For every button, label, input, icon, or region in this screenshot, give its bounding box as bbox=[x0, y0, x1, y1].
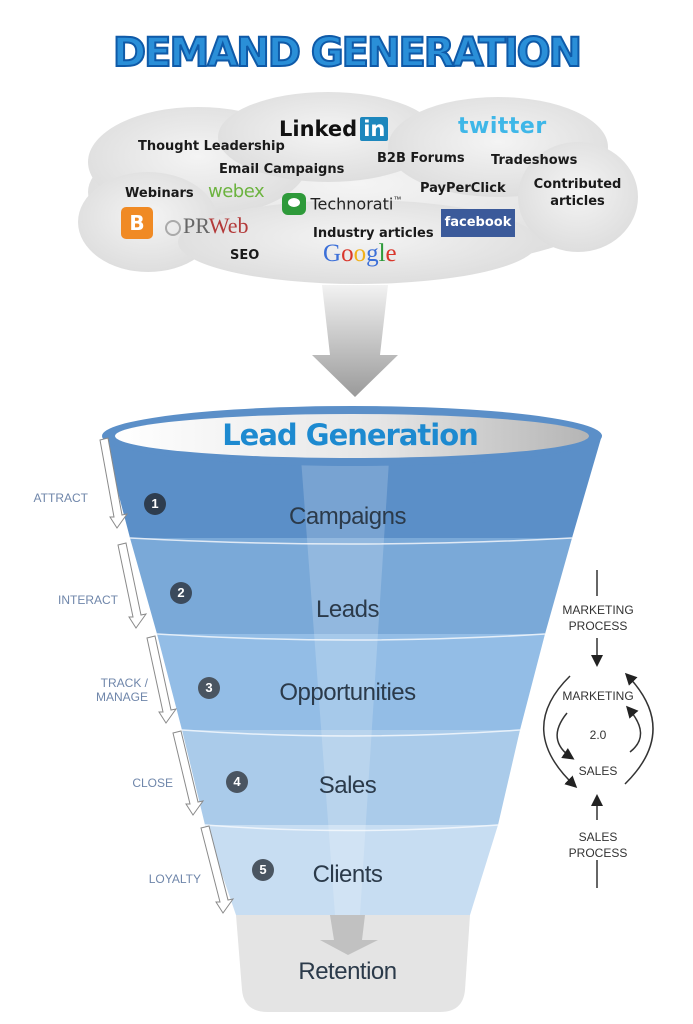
marketing-process-label: MARKETING PROCESS bbox=[562, 603, 634, 633]
prweb-logo: PRWeb bbox=[165, 213, 248, 239]
cloud-item-webinars: Webinars bbox=[125, 186, 194, 201]
webex-logo: webex bbox=[208, 181, 265, 202]
stage-number-3: 3 bbox=[198, 677, 220, 699]
side-label-loyalty: LOYALTY bbox=[148, 872, 201, 886]
stage-number-4: 4 bbox=[226, 771, 248, 793]
stage-number-1: 1 bbox=[144, 493, 166, 515]
side-label-attract: ATTRACT bbox=[33, 491, 88, 505]
sales-label: SALES bbox=[578, 764, 618, 778]
cloud-item-contributed-articles: Contributed articles bbox=[533, 177, 622, 209]
google-letter: g bbox=[366, 240, 379, 267]
technorati-icon bbox=[282, 193, 306, 215]
stage-label-clients: Clients bbox=[312, 861, 383, 888]
google-letter: e bbox=[385, 240, 397, 267]
facebook-logo: facebook bbox=[441, 209, 515, 237]
twitter-logo: twitter bbox=[458, 114, 547, 139]
marketing-sales-cycle-diagram bbox=[543, 570, 654, 888]
google-letter: G bbox=[323, 240, 342, 267]
prweb-web: Web bbox=[208, 213, 249, 238]
stage-label-campaigns: Campaigns bbox=[289, 503, 406, 530]
sales-process-label: SALES PROCESS bbox=[568, 830, 628, 860]
funnel-title: Lead Generation bbox=[222, 418, 479, 452]
linkedin-in-icon: in bbox=[360, 117, 389, 141]
funnel-shape bbox=[99, 406, 602, 1012]
blogger-icon: B bbox=[121, 207, 153, 239]
cloud-item-thought-leadership: Thought Leadership bbox=[138, 139, 285, 154]
side-label-interact: INTERACT bbox=[58, 593, 118, 607]
stage-number-2: 2 bbox=[170, 582, 192, 604]
stage-label-leads: Leads bbox=[316, 596, 379, 623]
down-arrow-icon bbox=[312, 285, 398, 397]
google-letter: o bbox=[341, 240, 354, 267]
prweb-icon bbox=[165, 219, 181, 236]
page-title: DEMAND GENERATION bbox=[112, 29, 583, 77]
cloud-shape bbox=[78, 92, 638, 284]
marketing-label: MARKETING bbox=[562, 689, 634, 703]
cloud-item-seo: SEO bbox=[230, 248, 260, 263]
stage-number-5: 5 bbox=[252, 859, 274, 881]
google-letter: o bbox=[353, 240, 367, 267]
side-label-track-manage: TRACK / MANAGE bbox=[95, 676, 148, 704]
stage-label-sales: Sales bbox=[318, 772, 377, 799]
technorati-logo: Technorati™ bbox=[282, 193, 401, 215]
cloud-item-industry-articles: Industry articles bbox=[313, 226, 434, 241]
cloud-item-email-campaigns: Email Campaigns bbox=[219, 162, 345, 177]
technorati-tm: ™ bbox=[393, 194, 402, 204]
cloud-item-b2b-forums: B2B Forums bbox=[377, 151, 465, 166]
linkedin-word: Linked bbox=[279, 117, 358, 141]
prweb-pr: PR bbox=[183, 213, 209, 238]
side-label-close: CLOSE bbox=[132, 776, 173, 790]
cloud-item-payperclick: PayPerClick bbox=[420, 181, 506, 196]
google-letter: l bbox=[378, 240, 386, 267]
cloud-item-tradeshows: Tradeshows bbox=[491, 153, 578, 168]
stage-label-retention: Retention bbox=[298, 958, 397, 985]
technorati-word: Technorati bbox=[310, 194, 394, 214]
stage-label-opportunities: Opportunities bbox=[279, 679, 416, 706]
version-label: 2.0 bbox=[589, 728, 607, 742]
google-logo: Google bbox=[323, 240, 397, 268]
